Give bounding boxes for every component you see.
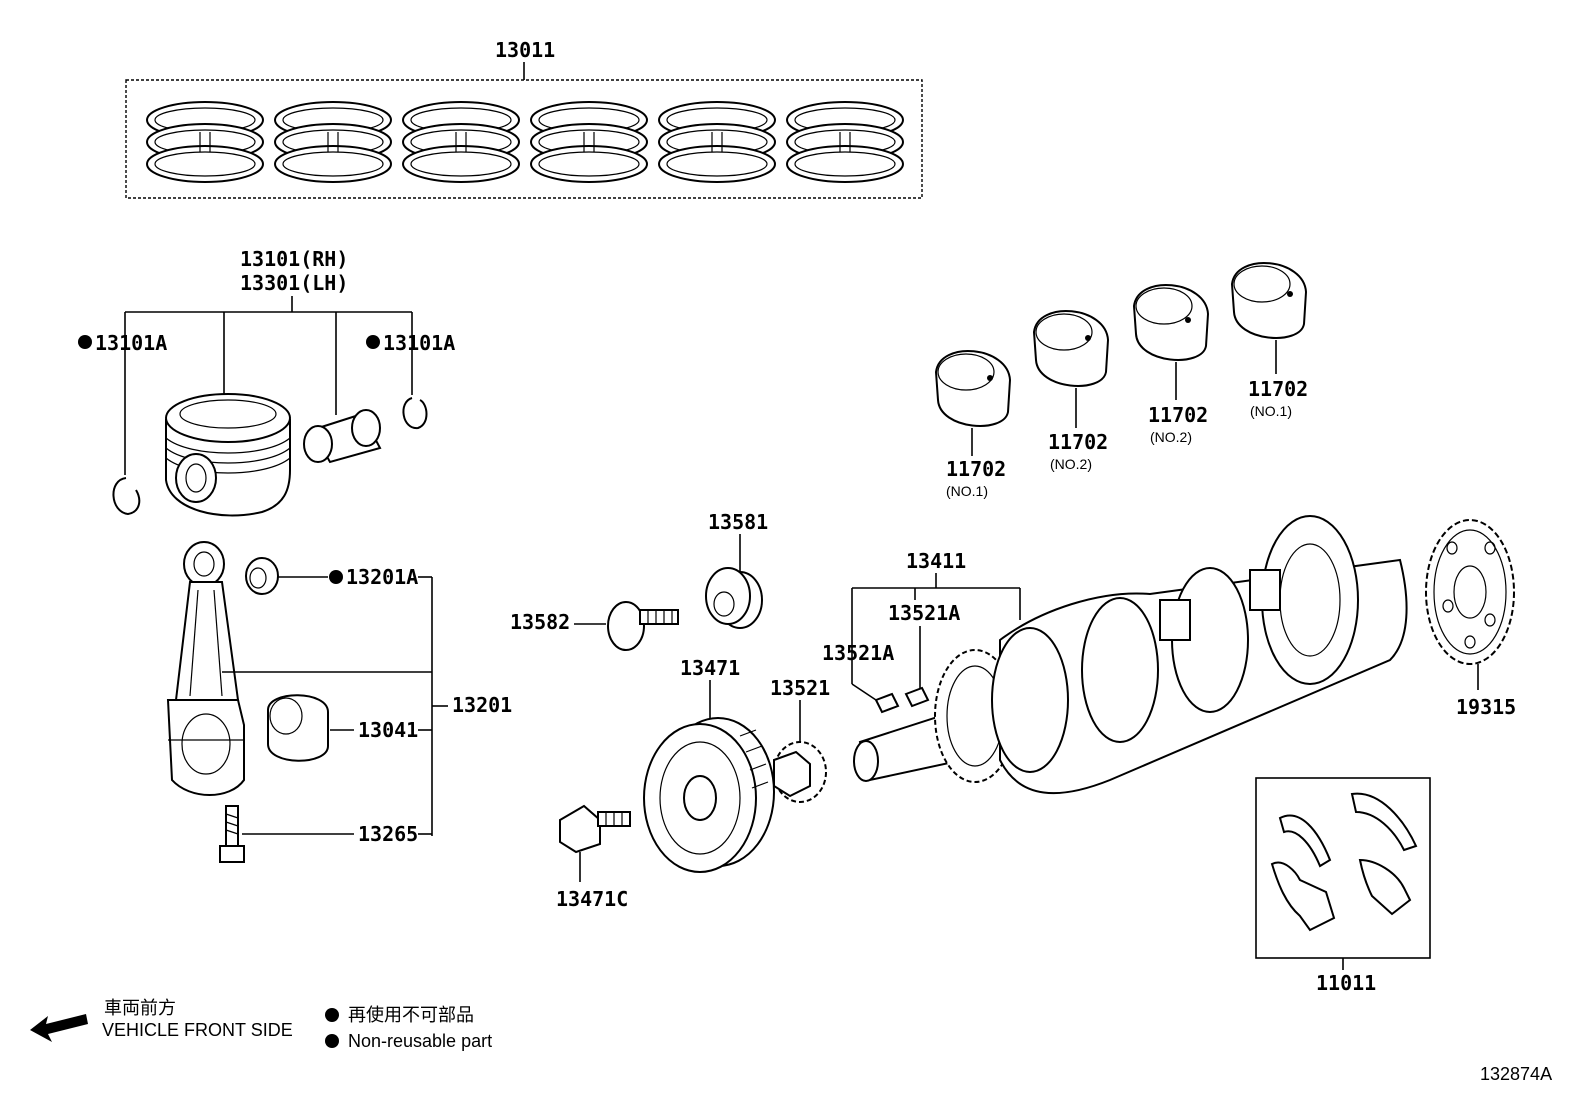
label-pulley[interactable]: 13471 xyxy=(680,656,740,680)
label-washer[interactable]: 13581 xyxy=(708,510,768,534)
label-bearing-1b-sub: (NO.1) xyxy=(1250,403,1292,419)
rod-bearing xyxy=(267,694,329,762)
label-crank-gear[interactable]: 13521 xyxy=(770,676,830,700)
crank-pulley xyxy=(643,717,775,873)
nonreusable-dot-icon xyxy=(325,1034,339,1048)
nonreusable-dot-icon xyxy=(78,335,92,349)
rod-bolt xyxy=(219,805,245,863)
crank-gear xyxy=(773,741,827,803)
main-bearing-1a xyxy=(934,350,1012,427)
label-bearing-2a-sub: (NO.2) xyxy=(1050,456,1092,472)
label-piston-lh[interactable]: 13301(LH) xyxy=(240,271,348,295)
piston-rings xyxy=(146,101,904,183)
label-snap-ring-left[interactable]: 13101A xyxy=(95,331,167,355)
legend-nonreuse-en: Non-reusable part xyxy=(348,1031,492,1051)
label-key-b[interactable]: 13521A xyxy=(822,641,894,665)
label-timing-rotor[interactable]: 19315 xyxy=(1456,695,1516,719)
label-bearing-2b[interactable]: 11702 xyxy=(1148,403,1208,427)
label-bearing-1b[interactable]: 11702 xyxy=(1248,377,1308,401)
label-bearing-1a-sub: (NO.1) xyxy=(946,483,988,499)
main-bearing-1b xyxy=(1230,262,1308,339)
label-pulley-bolt[interactable]: 13471C xyxy=(556,887,628,911)
label-rod-assy[interactable]: 13201 xyxy=(452,693,512,717)
pulley-bolt xyxy=(559,804,631,854)
crankshaft xyxy=(853,515,1408,795)
rod-bushing xyxy=(245,557,279,595)
label-piston-rh[interactable]: 13101(RH) xyxy=(240,247,348,271)
label-bearing-2b-sub: (NO.2) xyxy=(1150,429,1192,445)
ring-set-box xyxy=(125,79,923,199)
nonreusable-dot-icon xyxy=(329,570,343,584)
label-snap-ring-right[interactable]: 13101A xyxy=(383,331,455,355)
woodruff-keys xyxy=(874,686,930,714)
piston-pin xyxy=(303,409,382,464)
label-rod-bearing[interactable]: 13041 xyxy=(358,718,418,742)
label-bearing-1a[interactable]: 11702 xyxy=(946,457,1006,481)
connecting-rod xyxy=(166,541,245,796)
timing-rotor xyxy=(1425,519,1515,665)
piston xyxy=(165,393,291,517)
thrust-washers xyxy=(1270,792,1418,932)
legend-front-en: VEHICLE FRONT SIDE xyxy=(102,1020,293,1040)
main-bearing-2a xyxy=(1032,310,1110,387)
legend-nonreuse-jp: 再使用不可部品 xyxy=(348,1005,474,1025)
label-thrust-washer[interactable]: 11011 xyxy=(1316,971,1376,995)
front-arrow-icon xyxy=(30,1014,88,1042)
washer xyxy=(705,567,763,629)
snap-ring-right xyxy=(402,397,428,430)
main-bearing-2b xyxy=(1132,284,1210,361)
label-crankshaft[interactable]: 13411 xyxy=(906,549,966,573)
label-ring-set[interactable]: 13011 xyxy=(495,38,555,62)
legend-front-jp: 車両前方 xyxy=(104,998,176,1018)
label-rod-bushing[interactable]: 13201A xyxy=(346,565,418,589)
bolt-13582 xyxy=(607,601,679,651)
label-bearing-2a[interactable]: 11702 xyxy=(1048,430,1108,454)
label-rod-bolt[interactable]: 13265 xyxy=(358,822,418,846)
nonreusable-dot-icon xyxy=(366,335,380,349)
label-bolt-13582[interactable]: 13582 xyxy=(510,610,570,634)
snap-ring-left xyxy=(112,477,141,516)
figure-id: 132874A xyxy=(1480,1064,1552,1084)
label-key-a[interactable]: 13521A xyxy=(888,601,960,625)
nonreusable-dot-icon xyxy=(325,1008,339,1022)
